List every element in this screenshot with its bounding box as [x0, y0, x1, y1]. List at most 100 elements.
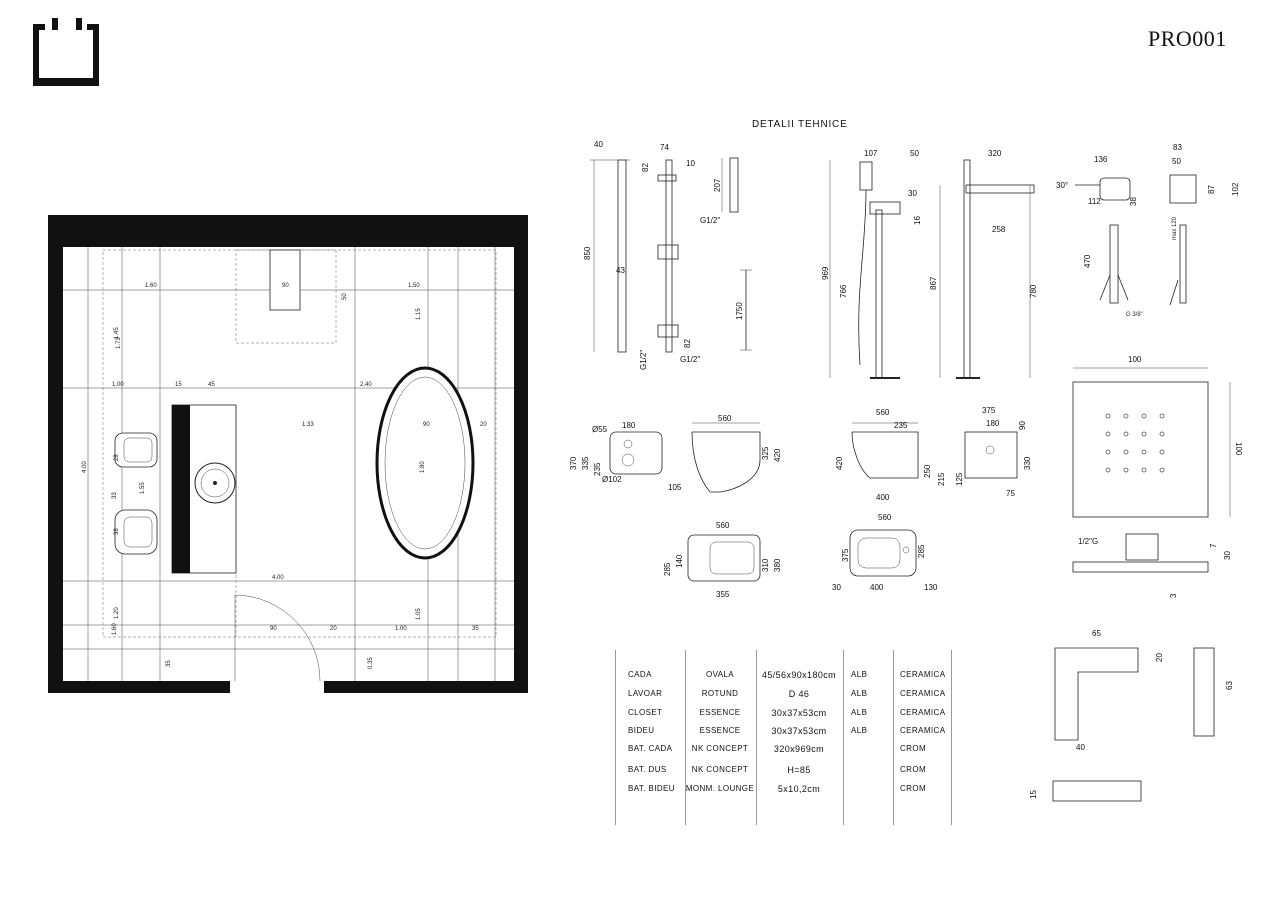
spec-item: BAT. CADA	[628, 744, 673, 753]
dim-label: 320	[988, 149, 1002, 158]
spec-model: NK CONCEPT	[691, 765, 749, 774]
dim-label: G1/2"	[639, 350, 648, 370]
dim-label: 125	[955, 472, 964, 486]
dim-label: 375	[841, 548, 850, 562]
dim-label: 850	[583, 246, 592, 260]
spec-material: CERAMICA	[900, 689, 946, 698]
spec-model: ROTUND	[701, 689, 739, 698]
spec-material: CERAMICA	[900, 726, 946, 735]
spec-size: H=85	[787, 765, 811, 775]
dim-label: Ø102	[602, 475, 622, 484]
plan-dim: 1.20	[114, 607, 120, 619]
dim-label: 102	[1231, 182, 1240, 196]
table-row: CADA OVALA 45/56x90x180cm ALB CERAMICA	[615, 670, 955, 686]
plan-dim: 1.33	[302, 422, 314, 428]
table-row: LAVOAR ROTUND D 46 ALB CERAMICA	[615, 689, 955, 705]
plan-dim: 1.60	[112, 623, 118, 635]
dim-label: 560	[878, 513, 892, 522]
dim-label: 87	[1207, 185, 1216, 194]
dim-label: 82	[683, 339, 692, 348]
dim-label: 180	[622, 421, 636, 430]
dim-label: G1/2"	[680, 355, 700, 364]
dim-label: 130	[924, 583, 938, 592]
technical-details-drawings: 40 74 10 82 207 G1/2" 850 43 1750 82 G1/…	[570, 140, 1243, 752]
dim-label: 250	[923, 464, 932, 478]
table-row: BAT. DUS NK CONCEPT H=85 CROM	[615, 765, 955, 781]
spec-model: MONM. LOUNGE	[685, 784, 755, 793]
dim-label: 38	[1129, 197, 1138, 206]
plan-dim: 1.55	[140, 482, 146, 494]
plan-dim: 35	[166, 660, 172, 667]
plan-dim: 4.00	[272, 575, 284, 581]
dim-label: 107	[864, 149, 878, 158]
spec-color: ALB	[851, 689, 868, 698]
plan-dimension-labels: 1.60 90 50 1.50 1.73 1.45 1.15 1.00 15 4…	[82, 283, 487, 669]
dim-label: 560	[876, 408, 890, 417]
plan-dim: 1.50	[408, 283, 420, 289]
spec-item: CLOSET	[628, 708, 663, 717]
technical-details-title: DETALII TEHNICE	[752, 119, 848, 130]
dim-label: 90	[1018, 421, 1027, 430]
dim-label: 40	[594, 140, 603, 149]
plan-dim: 4.00	[82, 461, 88, 473]
spec-size: 5x10,2cm	[777, 784, 821, 794]
plan-dim: 1.80	[420, 461, 426, 473]
dim-label: 112	[1088, 197, 1101, 206]
spec-item: BAT. BIDEU	[628, 784, 675, 793]
plan-dim: 35	[472, 626, 479, 632]
floor-plan: 1.60 90 50 1.50 1.73 1.45 1.15 1.00 15 4…	[48, 215, 528, 693]
plan-dim: 28	[114, 454, 120, 461]
dim-label: 355	[716, 590, 730, 599]
spec-size: 30x37x53cm	[771, 726, 827, 736]
spec-size: 320x969cm	[773, 744, 825, 754]
dim-label: 325	[761, 446, 770, 460]
bath-faucet-detail: 107 50 30 16 969 766 320 258 867 780	[821, 149, 1038, 379]
dim-label: 30	[1223, 551, 1232, 560]
spec-item: CADA	[628, 670, 652, 679]
plan-dim: 1.00	[395, 626, 407, 632]
dim-label: 400	[870, 583, 884, 592]
dim-label: 50	[910, 149, 919, 158]
dim-label: 40	[1076, 743, 1085, 752]
dim-label: 180	[986, 419, 1000, 428]
spec-material: CROM	[900, 784, 927, 793]
oval-bathtub	[375, 366, 475, 560]
table-row: CLOSET ESSENCE 30x37x53cm ALB CERAMICA	[615, 708, 955, 724]
dim-label: 140	[675, 554, 684, 568]
plan-dim: 45	[208, 382, 215, 388]
plan-dim: 1.60	[145, 283, 157, 289]
dim-label: max 120	[1172, 216, 1178, 240]
bidet-side-detail: 560 235 420 250 215 400	[835, 408, 946, 502]
dim-label: 30°	[1056, 181, 1068, 190]
dim-label: 969	[821, 266, 830, 280]
plan-dim: 1.45	[114, 327, 120, 339]
plan-dim: 50	[342, 293, 348, 300]
dim-label: 82	[641, 163, 650, 172]
plan-dim: 1.05	[416, 608, 422, 620]
dim-label: 16	[913, 216, 922, 225]
dim-label: 10	[686, 159, 695, 168]
dim-label: 75	[1006, 489, 1015, 498]
bidet-top-detail: 560 375 285 30 400 130	[832, 513, 938, 592]
dim-label: 105	[668, 483, 682, 492]
dim-label: 335	[581, 456, 590, 470]
plan-dim: 38	[114, 528, 120, 535]
dim-label: 370	[570, 456, 578, 470]
spec-item: BIDEU	[628, 726, 655, 735]
spec-table: CADA OVALA 45/56x90x180cm ALB CERAMICA L…	[615, 650, 955, 825]
dim-label: 310	[761, 558, 770, 572]
dim-label: 1750	[735, 302, 744, 320]
bidet-mixer-detail: 136 30° 112 38 470 83 50 87 102 max 120 …	[1056, 143, 1240, 318]
washbasin-detail: Ø55 180 370 335 235 Ø102	[570, 421, 663, 484]
plan-dim: 1.15	[416, 308, 422, 320]
spec-size: 45/56x90x180cm	[761, 670, 837, 680]
dim-label: G1/2"	[700, 216, 720, 225]
spec-color: ALB	[851, 726, 868, 735]
shower-bar-detail: 40 74 10 82 207 G1/2" 850 43 1750 82 G1/…	[583, 140, 752, 370]
dim-label: 215	[937, 472, 946, 486]
dim-label: 100	[1128, 355, 1142, 364]
dim-label: 83	[1173, 143, 1182, 152]
dim-label: 100	[1234, 442, 1243, 456]
dim-label: 375	[982, 406, 996, 415]
dim-label: G 3/8"	[1126, 312, 1143, 318]
